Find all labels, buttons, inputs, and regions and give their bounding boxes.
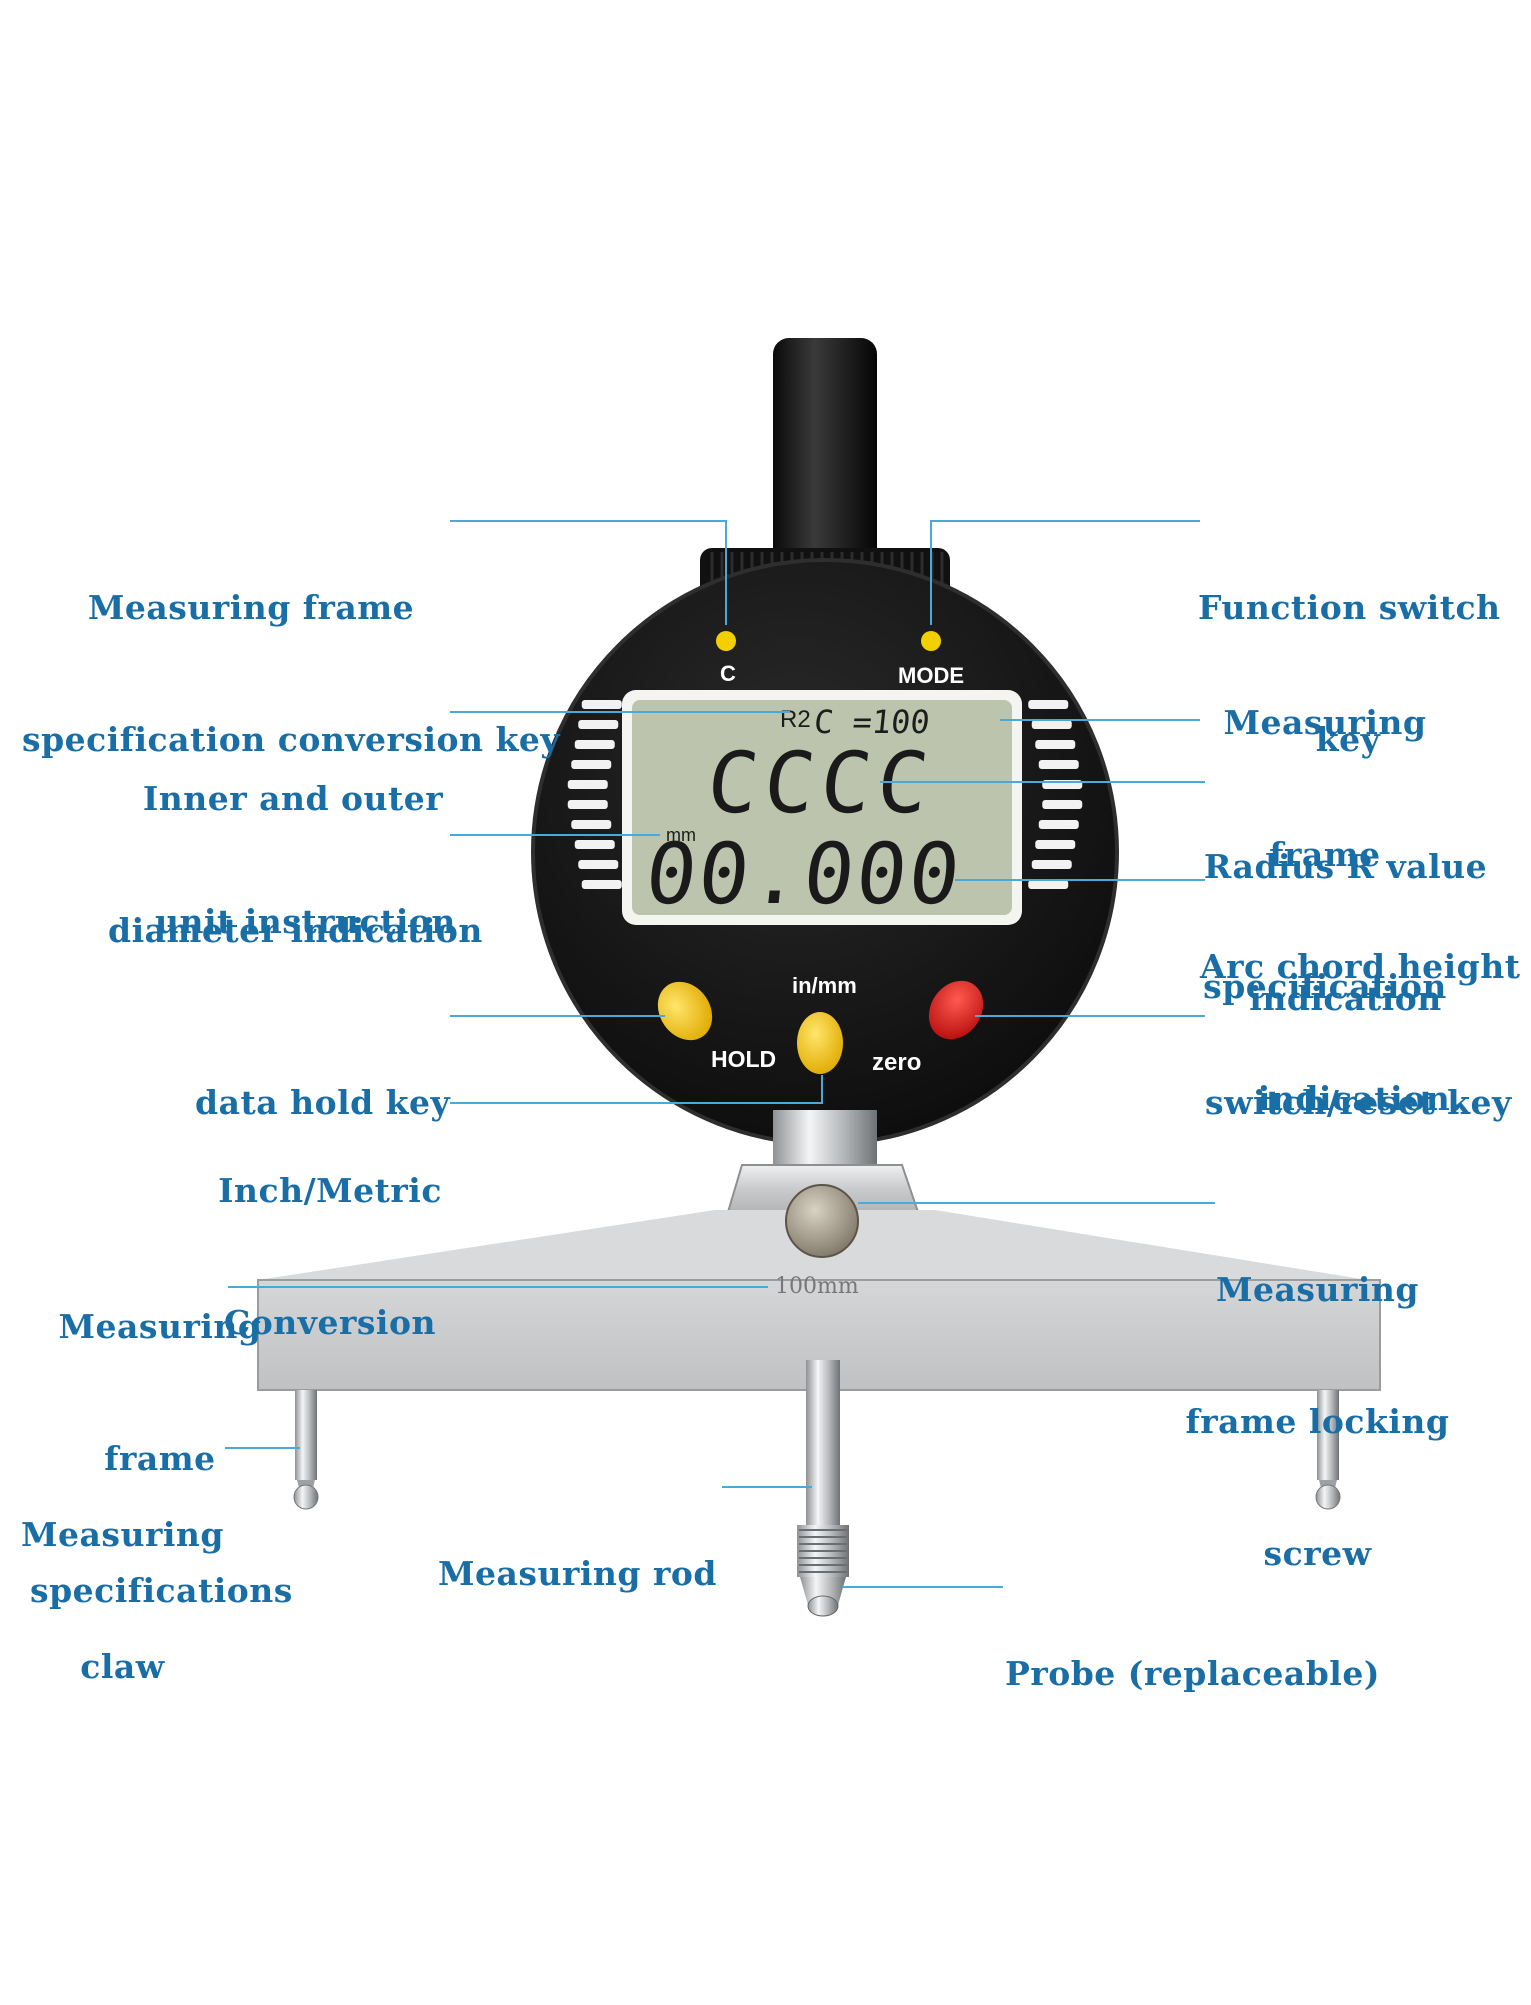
mode-button-label: MODE — [898, 663, 964, 688]
grille-slot — [574, 740, 615, 749]
leader-inch-metric — [450, 1075, 823, 1104]
label-frame-spec: Measuring frame specification — [1203, 703, 1447, 1006]
grille-slot — [567, 780, 608, 789]
measuring-rod — [806, 1360, 840, 1528]
label-inch-metric: Inch/Metric Conversion — [218, 1171, 442, 1342]
grille-slot — [1028, 700, 1069, 709]
lcd-radius: CCCC — [703, 734, 940, 832]
label-rod: Measuring rod — [438, 1554, 717, 1593]
probe-ridges — [799, 1529, 847, 1573]
gauge-stem — [773, 338, 877, 568]
inmm-label: in/mm — [792, 973, 857, 998]
zero-label: zero — [872, 1049, 921, 1076]
label-frame-specs: Measuring frame specifications — [30, 1307, 293, 1610]
lcd-r-indicator: R2 — [780, 706, 811, 733]
lcd-spec: C =100 — [812, 703, 932, 741]
grille-left — [567, 700, 622, 889]
label-conversion-key: Measuring frame specification conversion… — [22, 588, 561, 759]
grille-slot — [1031, 860, 1072, 869]
grille-slot — [1031, 720, 1072, 729]
grille-right — [1028, 700, 1083, 889]
grille-slot — [578, 720, 619, 729]
label-arc-chord: Arc chord height indication. — [1200, 947, 1521, 1118]
grille-slot — [581, 880, 622, 889]
c-button[interactable] — [716, 631, 736, 651]
label-claw: Measuring claw — [21, 1515, 224, 1686]
leader-conversion-key — [450, 520, 727, 625]
grille-slot — [574, 840, 615, 849]
claw-left — [295, 1390, 317, 1480]
leader-lines — [225, 520, 1215, 1588]
grille-slot — [1028, 880, 1069, 889]
label-switch-reset: switch/reset key — [1205, 1083, 1512, 1122]
locking-screw[interactable] — [785, 1184, 859, 1258]
label-inner-outer: Inner and outer diameter indication — [108, 779, 483, 950]
zero-button[interactable] — [918, 970, 995, 1049]
claw-right — [1317, 1390, 1339, 1480]
leader-function-switch — [930, 520, 1200, 625]
grille-slot — [578, 860, 619, 869]
label-locking-screw: Measuring frame locking screw — [1185, 1270, 1450, 1573]
grille-slot — [571, 820, 612, 829]
grille-slot — [581, 700, 622, 709]
grille-slot — [1038, 760, 1079, 769]
hold-label: HOLD — [711, 1046, 776, 1072]
c-button-label: C — [720, 661, 736, 686]
label-unit: unit instruction — [155, 902, 456, 941]
grille-slot — [1035, 740, 1076, 749]
label-data-hold: data hold key — [195, 1083, 451, 1122]
label-function-switch: Function switch key — [1198, 588, 1501, 759]
label-radius-r: Radius R value indication — [1203, 847, 1488, 1018]
frame-marking: 100mm — [775, 1274, 859, 1299]
mode-button[interactable] — [921, 631, 941, 651]
lcd-unit: mm — [666, 825, 696, 845]
grille-slot — [1038, 820, 1079, 829]
lcd-value: 00.000 — [641, 825, 967, 923]
grille-slot — [1042, 800, 1083, 809]
grille-slot — [571, 760, 612, 769]
lcd-screen — [632, 700, 1012, 915]
grille-slot — [567, 800, 608, 809]
inmm-button[interactable] — [797, 1012, 843, 1074]
grille-slot — [1035, 840, 1076, 849]
hold-button[interactable] — [647, 971, 724, 1050]
label-probe: Probe (replaceable) — [1005, 1654, 1380, 1693]
